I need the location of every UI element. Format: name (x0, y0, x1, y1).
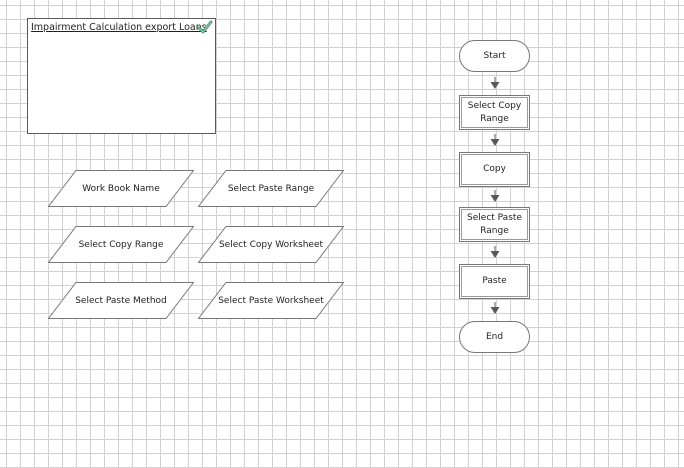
data-item-select-paste-method[interactable]: Select Paste Method (48, 282, 194, 319)
data-item-select-copy-range[interactable]: Select Copy Range (48, 226, 194, 263)
process-info-title: Impairment Calculation export Loans (31, 22, 207, 33)
arrow-down-icon (490, 302, 500, 314)
end-stage[interactable]: End (459, 321, 530, 353)
stage-paste[interactable]: Paste (459, 264, 530, 299)
data-item-select-copy-worksheet[interactable]: Select Copy Worksheet (198, 226, 344, 263)
data-item-label: Select Paste Range (227, 183, 315, 194)
data-item-label: Work Book Name (82, 183, 160, 194)
arrow-down-icon (490, 77, 500, 89)
start-stage[interactable]: Start (459, 40, 530, 72)
stage-label: Select Copy Range (467, 100, 522, 124)
arrow-down-icon (490, 246, 500, 258)
stage-select-paste-range[interactable]: Select Paste Range (459, 207, 530, 242)
stage-label: Select Paste Range (467, 212, 522, 236)
process-info-panel[interactable]: Impairment Calculation export Loans (27, 18, 216, 134)
stage-label: Copy (483, 164, 506, 174)
stage-copy[interactable]: Copy (459, 152, 530, 187)
parallelogram-shape (48, 226, 194, 263)
parallelogram-shape (48, 170, 194, 207)
arrow-down-icon (490, 190, 500, 202)
data-item-label: Select Copy Worksheet (218, 239, 324, 250)
data-item-work-book-name[interactable]: Work Book Name (48, 170, 194, 207)
parallelogram-shape (48, 282, 194, 319)
arrow-down-icon (490, 134, 500, 146)
data-item-label: Select Paste Worksheet (218, 295, 324, 306)
stage-label: Paste (482, 276, 507, 286)
data-item-select-paste-range[interactable]: Select Paste Range (198, 170, 344, 207)
data-item-label: Select Paste Method (75, 295, 167, 306)
data-item-label: Select Copy Range (78, 239, 164, 250)
parallelogram-shape (198, 282, 344, 319)
stage-select-copy-range[interactable]: Select Copy Range (459, 95, 530, 130)
check-icon (197, 20, 213, 34)
parallelogram-shape (198, 170, 344, 207)
data-item-select-paste-worksheet[interactable]: Select Paste Worksheet (198, 282, 344, 319)
parallelogram-shape (198, 226, 344, 263)
